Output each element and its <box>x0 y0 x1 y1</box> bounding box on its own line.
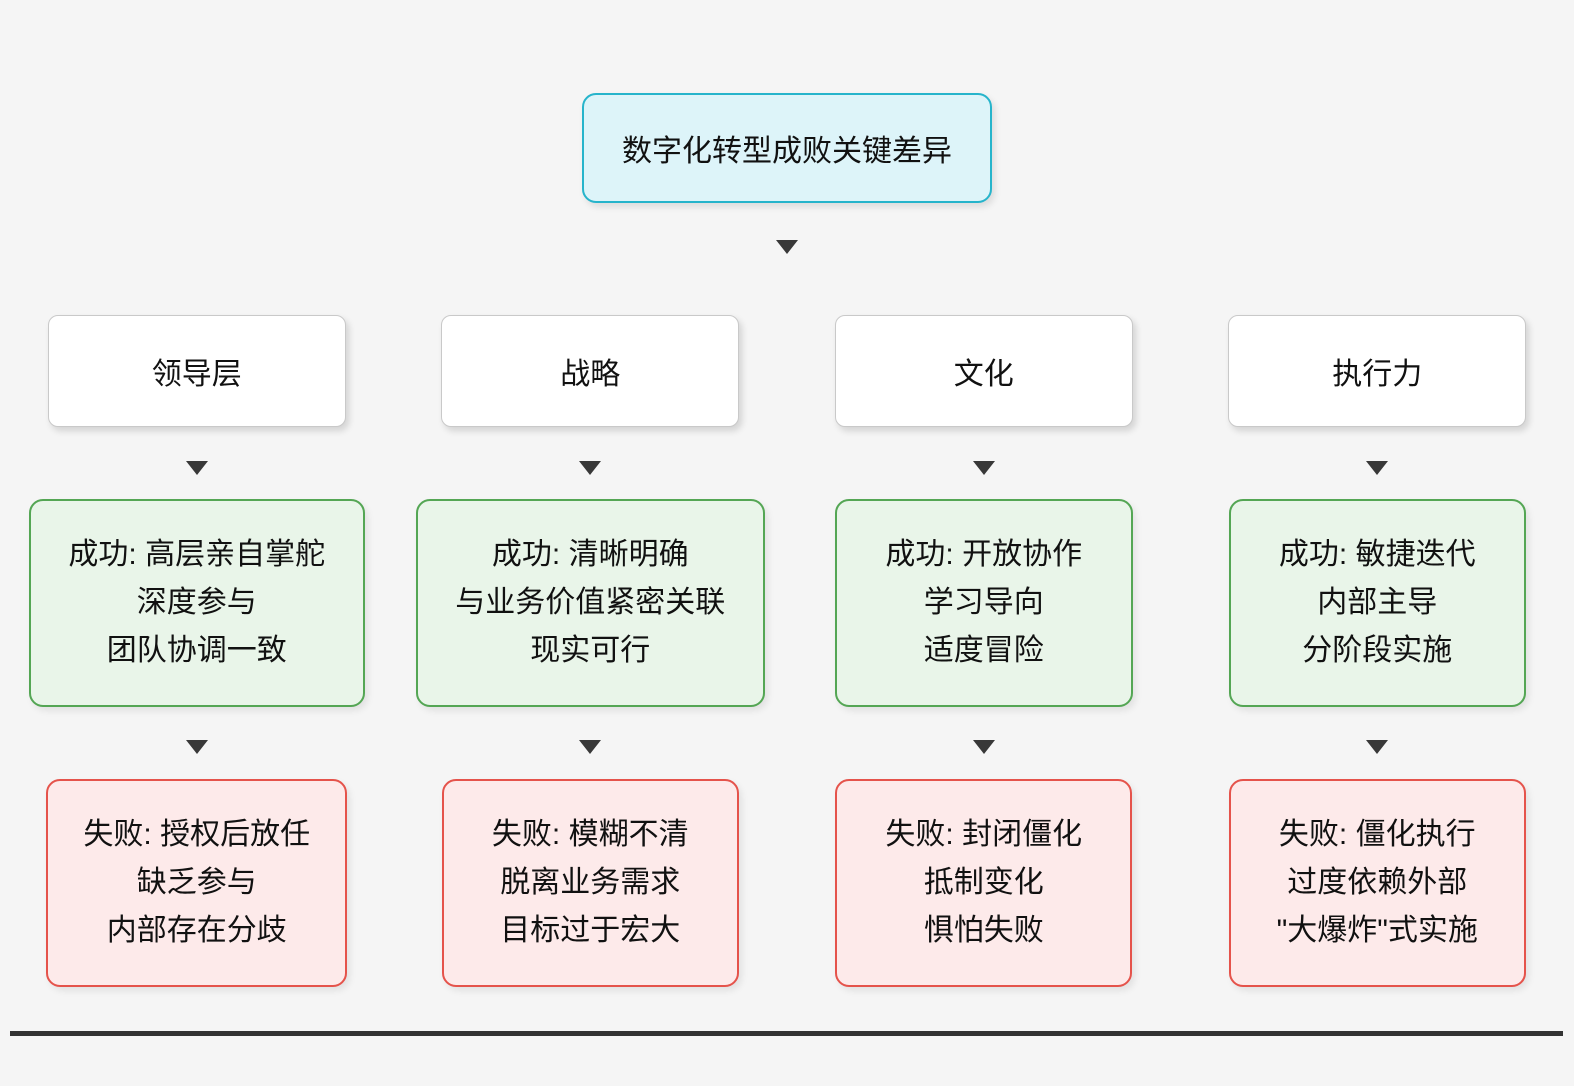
node-text-line: 失败: 授权后放任 <box>83 818 311 851</box>
success-node-strategy: 成功: 清晰明确 与业务价值紧密关联 现实可行 <box>415 499 765 707</box>
node-text-line: 现实可行 <box>530 634 651 667</box>
node-text-line: 成功: 敏捷迭代 <box>1278 538 1476 571</box>
arrow-down-icon <box>579 461 602 475</box>
header-node-execution: 执行力 <box>1228 315 1527 427</box>
failure-node-culture: 失败: 封闭僵化 抵制变化 惧怕失败 <box>835 779 1133 987</box>
header-row: 领导层 战略 文化 执行力 <box>0 315 1574 427</box>
arrow-down-icon <box>185 461 208 475</box>
success-node-execution: 成功: 敏捷迭代 内部主导 分阶段实施 <box>1228 499 1526 707</box>
node-text-line: "大爆炸"式实施 <box>1276 914 1478 947</box>
header-node-strategy: 战略 <box>441 315 740 427</box>
header-label: 文化 <box>953 358 1014 391</box>
node-text-line: 惧怕失败 <box>923 914 1044 947</box>
arrow-down-icon <box>1366 740 1389 754</box>
arrow-down-icon <box>579 740 602 754</box>
header-label: 战略 <box>560 358 621 391</box>
failure-row: 失败: 授权后放任 缺乏参与 内部存在分歧 失败: 模糊不清 脱离业务需求 目标… <box>0 779 1574 987</box>
arrow-down-icon <box>972 461 995 475</box>
arrow-row <box>0 461 1574 475</box>
node-text-line: 内部主导 <box>1317 586 1438 619</box>
header-node-culture: 文化 <box>834 315 1133 427</box>
arrow-down-icon <box>972 740 995 754</box>
bottom-divider-line <box>10 1031 1563 1036</box>
node-text-line: 与业务价值紧密关联 <box>455 586 726 619</box>
node-text-line: 成功: 高层亲自掌舵 <box>68 538 326 571</box>
failure-node-leadership: 失败: 授权后放任 缺乏参与 内部存在分歧 <box>46 779 348 987</box>
node-text-line: 缺乏参与 <box>136 866 257 899</box>
node-text-line: 学习导向 <box>923 586 1044 619</box>
arrow-row <box>0 740 1574 754</box>
node-text-line: 分阶段实施 <box>1302 634 1453 667</box>
node-text-line: 成功: 开放协作 <box>885 538 1083 571</box>
node-text-line: 成功: 清晰明确 <box>491 538 689 571</box>
node-text-line: 失败: 模糊不清 <box>491 818 689 851</box>
arrow-down-icon <box>185 740 208 754</box>
diagram-title: 数字化转型成败关键差异 <box>622 135 952 168</box>
node-text-line: 过度依赖外部 <box>1287 866 1468 899</box>
success-row: 成功: 高层亲自掌舵 深度参与 团队协调一致 成功: 清晰明确 与业务价值紧密关… <box>0 499 1574 707</box>
node-text-line: 抵制变化 <box>923 866 1044 899</box>
node-text-line: 团队协调一致 <box>106 634 287 667</box>
node-text-line: 内部存在分歧 <box>106 914 287 947</box>
header-node-leadership: 领导层 <box>47 315 346 427</box>
node-text-line: 适度冒险 <box>923 634 1044 667</box>
failure-node-strategy: 失败: 模糊不清 脱离业务需求 目标过于宏大 <box>441 779 739 987</box>
node-text-line: 深度参与 <box>136 586 257 619</box>
arrow-down-icon <box>776 240 798 254</box>
node-text-line: 目标过于宏大 <box>500 914 681 947</box>
header-label: 领导层 <box>151 358 242 391</box>
failure-node-execution: 失败: 僵化执行 过度依赖外部 "大爆炸"式实施 <box>1228 779 1526 987</box>
title-node: 数字化转型成败关键差异 <box>582 93 992 203</box>
success-node-leadership: 成功: 高层亲自掌舵 深度参与 团队协调一致 <box>28 499 365 707</box>
node-text-line: 脱离业务需求 <box>500 866 681 899</box>
success-node-culture: 成功: 开放协作 学习导向 适度冒险 <box>834 499 1133 707</box>
node-text-line: 失败: 封闭僵化 <box>885 818 1083 851</box>
arrow-down-icon <box>1366 461 1389 475</box>
header-label: 执行力 <box>1332 358 1423 391</box>
node-text-line: 失败: 僵化执行 <box>1278 818 1476 851</box>
